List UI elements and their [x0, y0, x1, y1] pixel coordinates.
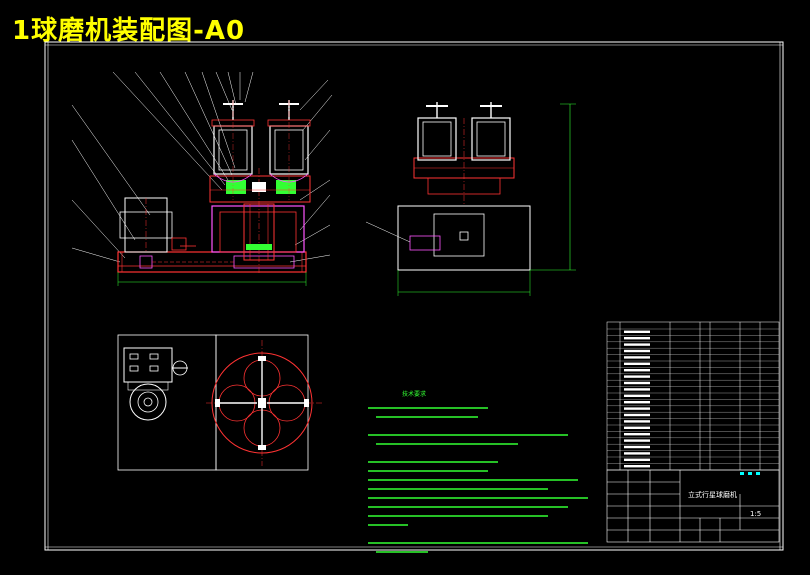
title-block-scale: 1:5 [750, 510, 761, 518]
technical-notes: 技术要求 [368, 390, 604, 563]
notes-lines [368, 406, 588, 553]
bom-row-text-mark [624, 452, 650, 455]
title-block-drawing-name: 立式行星球磨机 [688, 490, 737, 499]
bom-row-text-mark [624, 458, 650, 461]
bom-row-text-mark [624, 445, 650, 449]
bom-row-text-mark [624, 407, 650, 410]
bom-row-text-mark [624, 394, 650, 397]
bom-row-text-mark [624, 433, 650, 436]
bom-row-text-mark [624, 401, 650, 404]
bom-row-text-mark [624, 337, 650, 340]
bom-row-text-mark [624, 369, 650, 372]
bom-row-text-mark [624, 330, 650, 333]
bom-row-text-mark [624, 420, 650, 423]
leader-lines [71, 71, 333, 263]
bom-row-text-mark [624, 362, 650, 365]
notes-title: 技术要求 [402, 391, 427, 398]
bom-row-text-mark [624, 381, 650, 385]
side-view [365, 102, 576, 296]
bom-row-text-mark [624, 356, 650, 359]
bom-table [606, 321, 780, 471]
bom-row-text-mark [624, 375, 650, 378]
annotation-marks [740, 472, 760, 475]
frame-ticks [45, 42, 783, 550]
top-view [206, 334, 322, 471]
drawing-frame [44, 41, 784, 551]
drawing-title: 1球磨机装配图-A0 [12, 16, 246, 46]
bom-row-text-mark [624, 465, 650, 468]
bom-row-text-mark [624, 426, 650, 429]
title-block [606, 469, 780, 543]
bom-row-text-mark [624, 388, 650, 391]
bottom-left-view [117, 334, 217, 471]
bom-row-text-mark [624, 343, 650, 346]
bom-row-text-mark [624, 439, 650, 442]
bom-row-text-mark [624, 413, 650, 417]
front-section-view [71, 71, 333, 286]
bom-row-text-mark [624, 349, 650, 353]
bom-rows [607, 328, 779, 468]
